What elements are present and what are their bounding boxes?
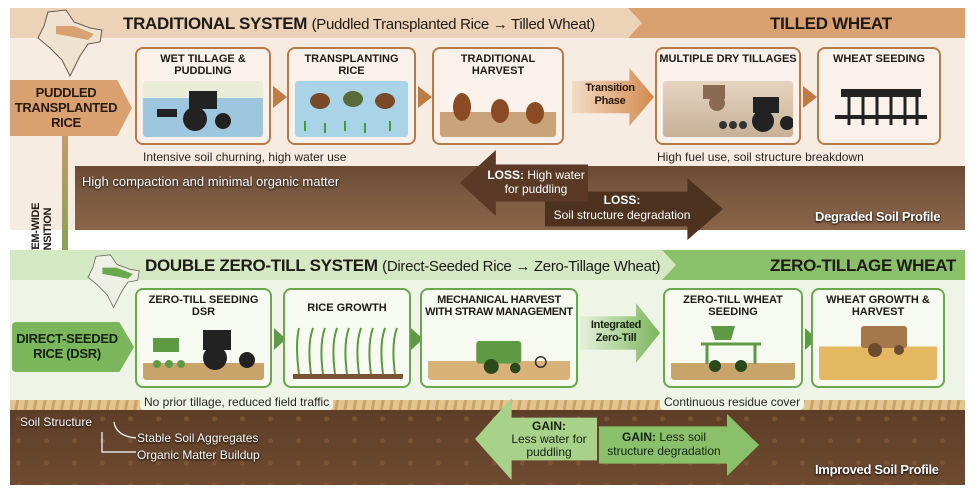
card-zerotill-wheat-seeding: ZERO-TILL WHEAT SEEDING <box>663 288 803 388</box>
zerotill-caption-left: No prior tillage, reduced field traffic <box>140 394 334 410</box>
soil-structure-label: Soil Structure <box>20 415 93 429</box>
zerotill-wheat-band <box>662 250 965 280</box>
arrow-icon <box>273 86 287 108</box>
card-rice-growth: RICE GROWTH <box>283 288 411 388</box>
card-wet-tillage: WET TILLAGE & PUDDLING <box>135 47 271 145</box>
degraded-profile-label: Degraded Soil Profile <box>815 209 941 224</box>
zerotill-drill-illustration <box>671 324 795 380</box>
dsr-label: DIRECT-SEEDED RICE (DSR) <box>12 322 134 372</box>
compaction-note: High compaction and minimal organic matt… <box>82 174 340 189</box>
card-wheat-growth-harvest: WHEAT GROWTH & HARVEST <box>811 288 945 388</box>
pointer-lines <box>101 421 137 453</box>
tilled-wheat-label: TILLED WHEAT <box>770 14 892 33</box>
seed-drill-illustration <box>825 81 933 137</box>
traditional-title: TRADITIONAL SYSTEM (Puddled Transplanted… <box>123 14 595 33</box>
organic-matter-label: Organic Matter Buildup <box>137 448 260 462</box>
combine-harvester-illustration <box>428 338 570 380</box>
transplanting-illustration <box>295 81 408 137</box>
tilled-wheat-band <box>628 8 965 38</box>
arrow-icon <box>418 86 432 108</box>
zerotill-caption-right: Continuous residue cover <box>660 394 805 410</box>
puddled-rice-label: PUDDLED TRANSPLANTED RICE <box>10 80 132 136</box>
dry-tillage-illustration <box>663 81 793 137</box>
rice-plants-illustration <box>291 324 403 380</box>
traditional-panel: TRADITIONAL SYSTEM (Puddled Transplanted… <box>10 8 965 230</box>
wheat-harvest-illustration <box>819 324 937 380</box>
diagonal-arrow-icon <box>592 358 654 397</box>
card-mechanical-harvest: MECHANICAL HARVEST WITH STRAW MANAGEMENT <box>420 288 578 388</box>
card-wheat-seeding: WHEAT SEEDING <box>817 47 941 145</box>
traditional-caption-left: Intensive soil churning, high water use <box>143 150 347 164</box>
dsr-seeder-illustration <box>143 324 264 380</box>
stable-aggregates-label: Stable Soil Aggregates <box>137 431 259 445</box>
traditional-caption-right: High fuel use, soil structure breakdown <box>657 150 864 164</box>
card-zerotill-dsr: ZERO-TILL SEEDING DSR <box>135 288 272 388</box>
improved-profile-label: Improved Soil Profile <box>815 462 939 477</box>
zerotill-title: DOUBLE ZERO-TILL SYSTEM (Direct-Seeded R… <box>145 256 661 275</box>
card-dry-tillages: MULTIPLE DRY TILLAGES <box>655 47 801 145</box>
india-map-icon <box>37 9 103 78</box>
system-transition-line <box>62 136 68 302</box>
zerotill-wheat-label: ZERO-TILLAGE WHEAT <box>770 256 956 275</box>
arrow-icon <box>803 86 817 108</box>
tractor-puddling-illustration <box>143 81 263 137</box>
harvest-illustration <box>440 81 556 137</box>
card-transplanting: TRANSPLANTING RICE <box>287 47 416 145</box>
india-map-icon <box>87 254 140 309</box>
card-traditional-harvest: TRADITIONAL HARVEST <box>432 47 564 145</box>
